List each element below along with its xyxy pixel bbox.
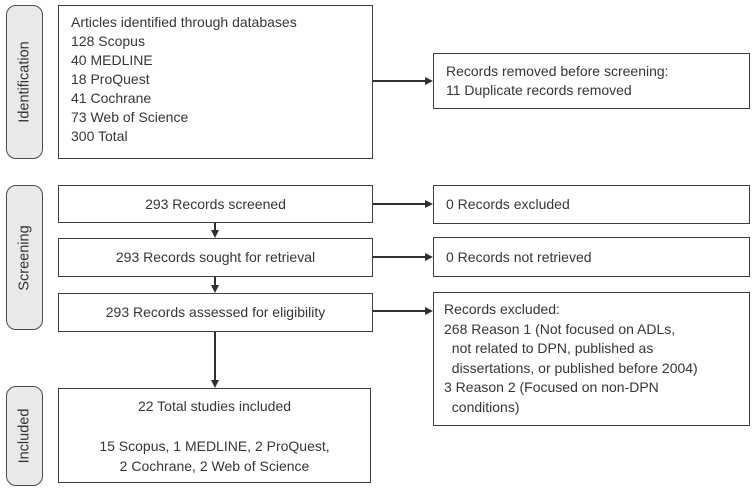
stage-label-screening-text: Screening bbox=[16, 224, 33, 291]
arrow-sought-to-assessed-icon bbox=[210, 277, 219, 293]
text-line: 300 Total bbox=[71, 128, 128, 144]
box-records-excluded-eligibility: Records excluded: 268 Reason 1 (Not focus… bbox=[433, 292, 750, 426]
box-records-excluded-screening-text: 0 Records excluded bbox=[446, 196, 570, 212]
box-records-not-retrieved-text: 0 Records not retrieved bbox=[446, 248, 592, 265]
text-line: 73 Web of Science bbox=[71, 109, 189, 125]
stage-label-included-text: Included bbox=[16, 408, 33, 464]
text-line: 2 Cochrane, 2 Web of Science bbox=[119, 457, 310, 474]
stage-label-identification-text: Identification bbox=[16, 41, 33, 123]
box-records-screened-text: 293 Records screened bbox=[145, 195, 286, 212]
stage-label-identification: Identification bbox=[6, 5, 43, 159]
text-line: conditions) bbox=[444, 398, 520, 415]
text-line: Records excluded: bbox=[444, 301, 560, 317]
text-line: 40 MEDLINE bbox=[71, 52, 153, 68]
text-line: 18 ProQuest bbox=[71, 71, 150, 87]
arrow-sought-to-notretrieved-icon bbox=[373, 252, 433, 261]
box-records-sought: 293 Records sought for retrieval bbox=[58, 238, 373, 277]
box-records-assessed-text: 293 Records assessed for eligibility bbox=[105, 304, 326, 320]
box-records-excluded-screening: 0 Records excluded bbox=[433, 185, 750, 224]
text-line: 3 Reason 2 (Focused on non-DPN bbox=[444, 379, 659, 395]
text-line: 268 Reason 1 (Not focused on ADLs, bbox=[444, 320, 676, 337]
text-line: 41 Cochrane bbox=[71, 90, 152, 106]
text-line: Articles identified through databases bbox=[71, 14, 297, 30]
arrow-assessed-to-included-icon bbox=[210, 332, 219, 388]
text-line: 15 Scopus, 1 MEDLINE, 2 ProQuest, bbox=[99, 437, 330, 454]
arrow-screened-to-sought-icon bbox=[210, 223, 219, 238]
text-line: 22 Total studies included bbox=[137, 397, 292, 414]
box-records-assessed: 293 Records assessed for eligibility bbox=[58, 293, 373, 332]
arrow-identified-to-removed-icon bbox=[373, 76, 433, 85]
stage-label-included: Included bbox=[6, 386, 43, 486]
box-records-screened: 293 Records screened bbox=[58, 185, 373, 223]
text-line: 128 Scopus bbox=[71, 33, 145, 49]
text-line: 11 Duplicate records removed bbox=[446, 82, 632, 98]
box-records-sought-text: 293 Records sought for retrieval bbox=[115, 249, 316, 265]
text-line: not related to DPN, published as bbox=[444, 340, 654, 356]
box-records-removed-before-screening: Records removed before screening: 11 Dupl… bbox=[433, 53, 750, 109]
box-articles-identified: Articles identified through databases 128… bbox=[58, 5, 373, 159]
arrow-assessed-to-excluded-icon bbox=[373, 306, 433, 315]
box-records-not-retrieved: 0 Records not retrieved bbox=[433, 237, 750, 277]
arrow-screened-to-excluded-icon bbox=[373, 199, 433, 208]
stage-label-screening: Screening bbox=[6, 185, 43, 330]
box-studies-included: 22 Total studies included 15 Scopus, 1 M… bbox=[58, 388, 371, 483]
text-line: Records removed before screening: bbox=[446, 63, 669, 79]
text-line: dissertations, or published before 2004) bbox=[444, 359, 698, 376]
text-line bbox=[213, 416, 217, 436]
